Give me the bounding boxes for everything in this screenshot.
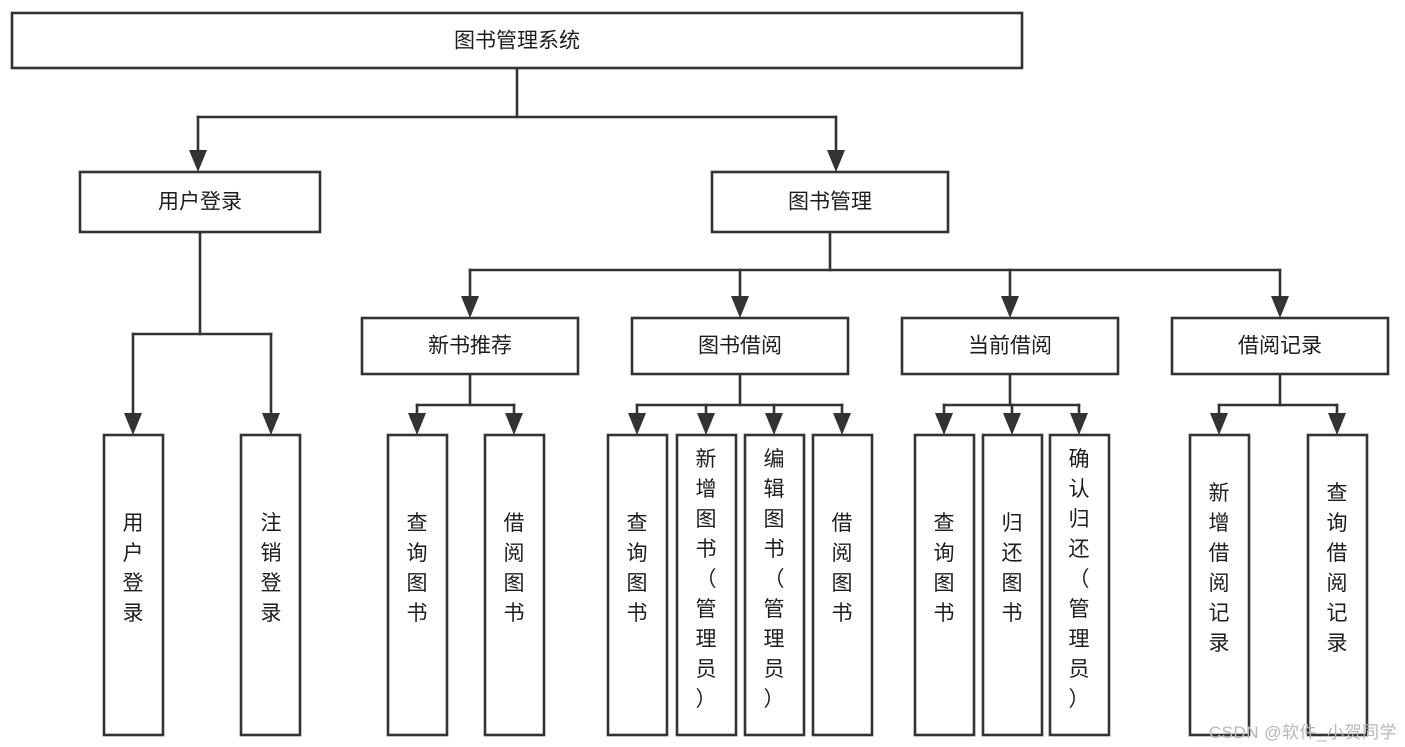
arrow-cb-leaf-1 (935, 413, 953, 435)
leaf-query-book-box[interactable] (606, 433, 669, 737)
leaf-add-borrow-record-box[interactable] (1188, 433, 1251, 737)
node-leaf-query-borrow-rec[interactable]: 查询借阅记录 (1306, 433, 1369, 737)
arrow-bb-leaf-1 (628, 413, 646, 435)
node-leaf-query-book[interactable]: 查询图书 (606, 433, 669, 737)
node-leaf-user-login[interactable]: 用户登录 (102, 433, 165, 737)
node-leaf-query-book-cur[interactable]: 查询图书 (913, 433, 976, 737)
leaf-borrow-book-rec-label: 借阅图书 (504, 512, 525, 625)
node-borrow-record[interactable]: 借阅记录 (1170, 316, 1390, 376)
book-manage-box[interactable] (710, 170, 950, 234)
user-login-label: 用户登录 (158, 191, 242, 214)
leaf-return-book-label: 归还图书 (1002, 512, 1023, 625)
leaf-logout-login-label: 注销登录 (261, 512, 282, 625)
leaf-edit-book-admin-box[interactable] (743, 433, 806, 737)
leaf-borrow-book-box[interactable] (811, 433, 874, 737)
root-label: 图书管理系统 (454, 30, 580, 53)
leaf-user-login-label: 用户登录 (123, 512, 144, 625)
current-borrow-box[interactable] (900, 316, 1120, 376)
new-book-recommend-box[interactable] (360, 316, 580, 376)
node-leaf-add-book-admin[interactable]: 新增图书（管理员） (675, 433, 738, 737)
arrow-bb-leaf-2 (697, 413, 715, 435)
arrow-root-to-user-login (189, 150, 207, 172)
root-box[interactable] (10, 11, 1024, 70)
leaf-add-book-admin-box[interactable] (675, 433, 738, 737)
leaf-confirm-return-label: 确认归还（管理员） (1069, 448, 1090, 711)
borrow-record-box[interactable] (1170, 316, 1390, 376)
node-root[interactable]: 图书管理系统 (10, 11, 1024, 70)
new-book-recommend-label: 新书推荐 (428, 335, 512, 358)
leaf-logout-login-box[interactable] (239, 433, 302, 737)
leaf-query-book-label: 查询图书 (627, 512, 648, 625)
book-borrow-box[interactable] (630, 316, 850, 376)
leaf-query-borrow-rec-box[interactable] (1306, 433, 1369, 737)
leaf-query-book-rec-label: 查询图书 (407, 512, 428, 625)
leaf-user-login-box[interactable] (102, 433, 165, 737)
node-leaf-return-book[interactable]: 归还图书 (981, 433, 1044, 737)
leaf-node-layer: 用户登录 注销登录 查询图书 借阅图书 查询图书 新增图书（管理员） (102, 433, 1369, 737)
node-leaf-confirm-return[interactable]: 确认归还（管理员） (1048, 433, 1111, 737)
arrow-br-leaf-2 (1328, 413, 1346, 435)
leaf-add-book-admin-label: 新增图书（管理员） (696, 448, 717, 711)
leaf-query-book-cur-label: 查询图书 (934, 512, 955, 625)
book-manage-label: 图书管理 (788, 191, 872, 214)
arrow-bb-leaf-4 (833, 413, 851, 435)
node-leaf-query-book-rec[interactable]: 查询图书 (386, 433, 449, 737)
arrow-bb-leaf-3 (765, 413, 783, 435)
arrow-br-leaf-1 (1210, 413, 1228, 435)
leaf-query-borrow-rec-label: 查询借阅记录 (1327, 482, 1348, 655)
arrow-nbr-leaf-1 (408, 413, 426, 435)
leaf-edit-book-admin-label: 编辑图书（管理员） (764, 448, 785, 711)
leaf-borrow-book-rec-box[interactable] (483, 433, 546, 737)
node-user-login[interactable]: 用户登录 (78, 170, 322, 234)
arrow-to-current-borrow (1001, 296, 1019, 318)
node-leaf-borrow-book-rec[interactable]: 借阅图书 (483, 433, 546, 737)
arrow-user-login-leaf-1 (124, 413, 142, 435)
node-book-borrow[interactable]: 图书借阅 (630, 316, 850, 376)
book-borrow-label: 图书借阅 (698, 335, 782, 358)
leaf-add-borrow-record-label: 新增借阅记录 (1209, 482, 1230, 655)
arrow-to-book-borrow (731, 296, 749, 318)
leaf-confirm-return-box[interactable] (1048, 433, 1111, 737)
leaf-query-book-cur-box[interactable] (913, 433, 976, 737)
arrow-user-login-leaf-2 (262, 413, 280, 435)
leaf-return-book-box[interactable] (981, 433, 1044, 737)
arrow-cb-leaf-2 (1003, 413, 1021, 435)
arrow-nbr-leaf-2 (505, 413, 523, 435)
user-login-box[interactable] (78, 170, 322, 234)
arrow-to-borrow-record (1271, 296, 1289, 318)
arrow-cb-leaf-3 (1070, 413, 1088, 435)
borrow-record-label: 借阅记录 (1238, 335, 1322, 358)
node-book-manage[interactable]: 图书管理 (710, 170, 950, 234)
node-leaf-logout-login[interactable]: 注销登录 (239, 433, 302, 737)
arrow-to-new-book-recommend (461, 296, 479, 318)
node-new-book-recommend[interactable]: 新书推荐 (360, 316, 580, 376)
connector-layer (124, 66, 1346, 435)
leaf-borrow-book-label: 借阅图书 (832, 512, 853, 625)
node-current-borrow[interactable]: 当前借阅 (900, 316, 1120, 376)
current-borrow-label: 当前借阅 (968, 335, 1052, 358)
node-leaf-add-borrow-record[interactable]: 新增借阅记录 (1188, 433, 1251, 737)
arrow-root-to-book-manage (827, 150, 845, 172)
leaf-query-book-rec-box[interactable] (386, 433, 449, 737)
node-leaf-borrow-book[interactable]: 借阅图书 (811, 433, 874, 737)
node-leaf-edit-book-admin[interactable]: 编辑图书（管理员） (743, 433, 806, 737)
